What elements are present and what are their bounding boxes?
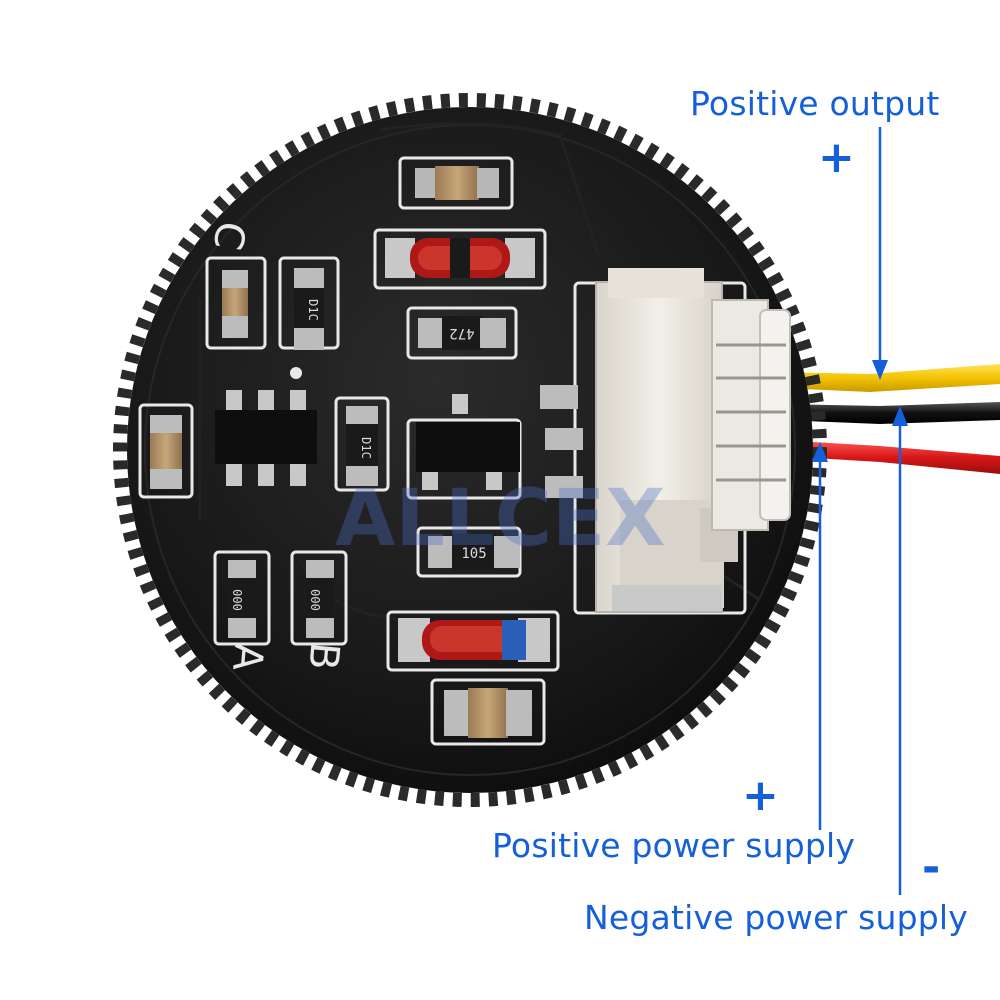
d1c-mark-1: D1C xyxy=(306,299,320,321)
capacitor-bottom xyxy=(444,688,532,738)
annotation-arrows xyxy=(812,360,908,462)
sign-supply-minus: - xyxy=(922,842,941,893)
res-105-mark: 105 xyxy=(461,546,486,562)
yellow-wire xyxy=(780,364,1000,392)
resistor-105: 105 xyxy=(428,534,520,570)
res-472-mark: 472 xyxy=(449,325,474,341)
red-wire xyxy=(780,440,1000,474)
diode-2 xyxy=(398,618,550,662)
capacitor-top xyxy=(415,166,499,200)
sign-output-plus: + xyxy=(818,132,855,183)
resistor-472: 472 xyxy=(418,316,506,350)
silk-label-a: A xyxy=(223,641,271,673)
ic-chip xyxy=(215,367,317,486)
label-positive-supply: Positive power supply xyxy=(492,826,856,865)
label-positive-output: Positive output xyxy=(690,84,940,123)
watermark: ALLCEX xyxy=(335,474,665,564)
component-d1c-2: D1C xyxy=(346,406,378,486)
res-b-mark: 000 xyxy=(309,589,323,611)
component-d1c-1: D1C xyxy=(294,268,324,350)
d1c-mark-2: D1C xyxy=(359,437,373,459)
res-a-mark: 000 xyxy=(231,589,245,611)
connector-pads xyxy=(540,385,583,498)
capacitor-left xyxy=(150,415,182,489)
annotation-lines xyxy=(818,127,902,895)
label-negative-supply: Negative power supply xyxy=(584,898,968,937)
resistor-b: 000 xyxy=(306,560,334,638)
resistor-a: 000 xyxy=(228,560,256,638)
wire-bundle xyxy=(780,364,1000,474)
black-wire xyxy=(780,402,1000,424)
capacitor-c xyxy=(222,270,248,338)
transistor xyxy=(416,394,520,490)
silk-label-b: B xyxy=(299,640,347,671)
sign-supply-plus: + xyxy=(742,770,779,821)
diode-1 xyxy=(385,238,535,278)
jst-connector xyxy=(595,268,791,613)
